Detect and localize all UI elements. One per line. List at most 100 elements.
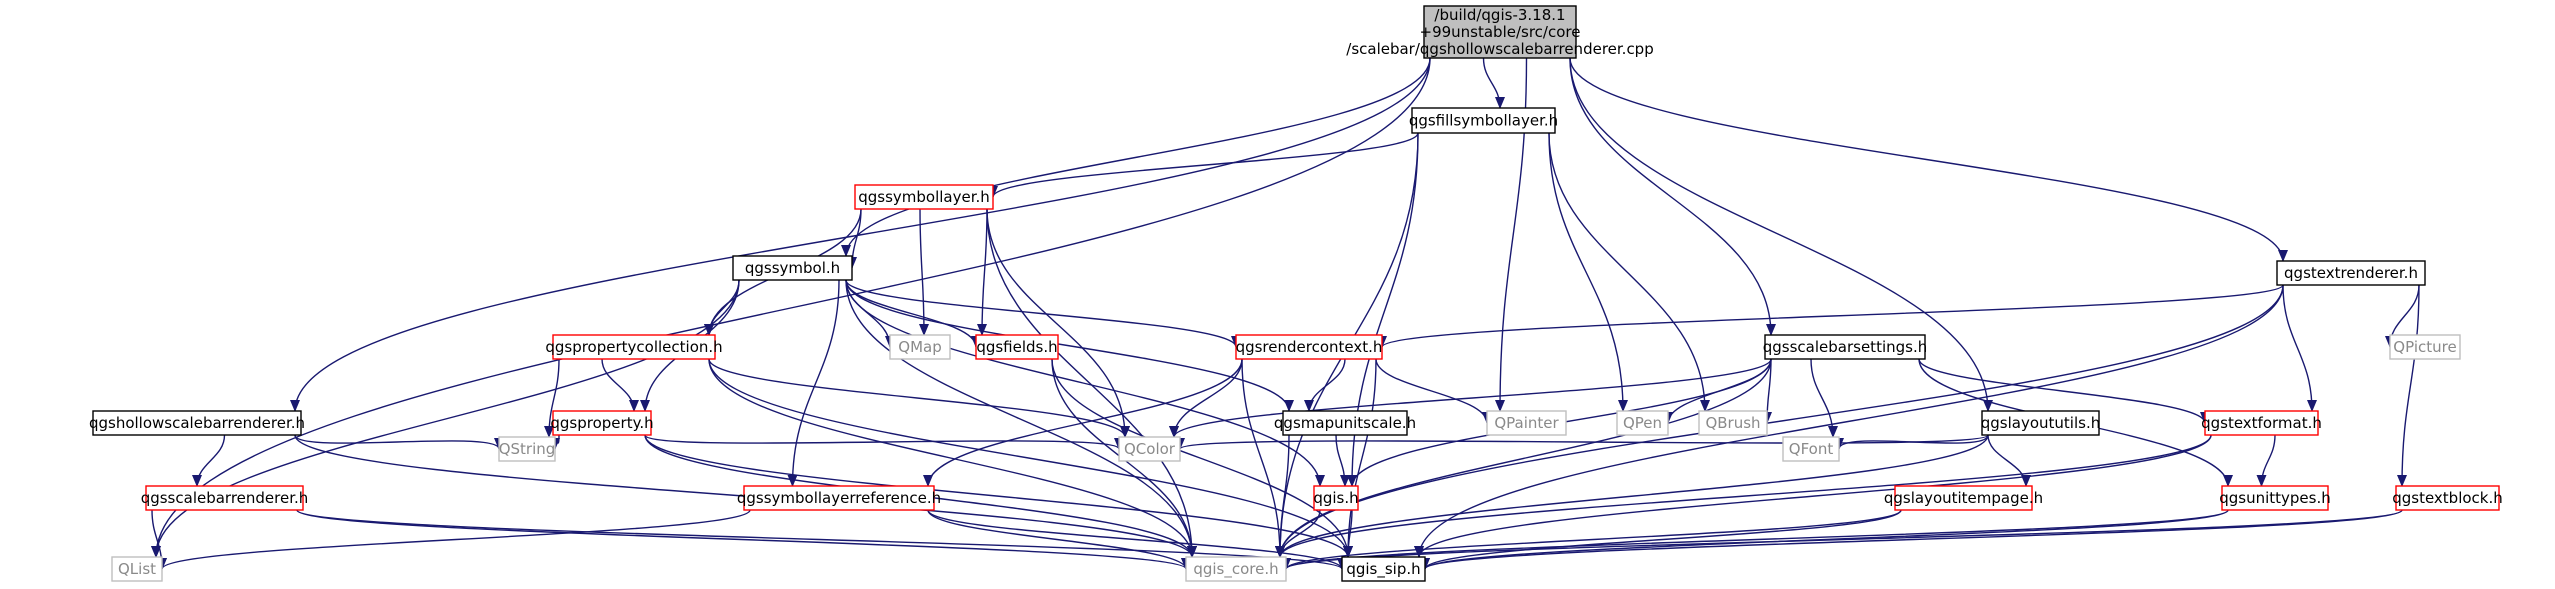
- node-box-mapunitscale: [1282, 410, 1408, 436]
- node-box-root: [1423, 5, 1577, 59]
- edge-rendercontext-to-symlayerref: [923, 358, 1243, 487]
- edge-unittypes-to-core: [1281, 509, 2229, 570]
- node-sip[interactable]: qgis_sip.h: [1341, 556, 1426, 582]
- edge-textblock-to-sip: [1420, 509, 2403, 570]
- node-label: qgsfields.h: [976, 338, 1057, 356]
- edge-root-to-fillsym: [1482, 57, 1505, 109]
- node-unittypes[interactable]: qgsunittypes.h: [2219, 485, 2331, 511]
- edge-qgis-to-sip: [1343, 509, 1354, 558]
- edge-symbol-to-fields: [845, 279, 981, 348]
- node-qmap[interactable]: QMap: [889, 334, 951, 360]
- edge-textrenderer-to-sip: [1414, 284, 2284, 558]
- node-box-unittypes: [2221, 485, 2329, 511]
- edge-propcoll-to-qstring: [544, 358, 560, 438]
- node-qcolor[interactable]: QColor: [1118, 436, 1181, 462]
- node-sbrenderer[interactable]: qgsscalebarrenderer.h: [141, 485, 309, 511]
- node-box-textrenderer: [2276, 260, 2426, 286]
- node-qfont[interactable]: QFont: [1782, 436, 1840, 462]
- node-hollow[interactable]: qgshollowscalebarrenderer.h: [89, 410, 305, 436]
- node-box-fields: [975, 334, 1059, 360]
- edge-root-to-sbsettings: [1569, 57, 1776, 336]
- edge-symbol-to-qgis: [845, 279, 1325, 487]
- node-propcoll[interactable]: qgspropertycollection.h: [545, 334, 723, 360]
- node-label: QPicture: [2393, 338, 2456, 356]
- node-label: QMap: [898, 338, 941, 356]
- node-box-qbrush: [1698, 410, 1768, 436]
- node-textblock[interactable]: qgstextblock.h: [2392, 485, 2503, 511]
- node-qlist[interactable]: QList: [111, 556, 163, 582]
- node-label: qgsrendercontext.h: [1236, 338, 1383, 356]
- node-label: /build/qgis-3.18.1: [1434, 6, 1565, 24]
- node-qpainter[interactable]: QPainter: [1486, 410, 1567, 436]
- node-fillsym[interactable]: qgsfillsymbollayer.h: [1409, 107, 1558, 134]
- node-label: qgis.h: [1313, 489, 1358, 507]
- node-box-layoutitempage: [1894, 485, 2033, 511]
- node-label: qgsunittypes.h: [2219, 489, 2331, 507]
- node-label: qgsproperty.h: [550, 414, 653, 432]
- node-label: qgstextblock.h: [2392, 489, 2503, 507]
- edge-symbol-to-symlayerref: [787, 279, 840, 487]
- node-box-qstring: [498, 436, 556, 462]
- edge-mapunitscale-to-qgis: [1335, 434, 1350, 487]
- node-label: qgssymbollayerreference.h: [737, 489, 941, 507]
- node-textformat[interactable]: qgstextformat.h: [2201, 410, 2322, 436]
- node-label: qgstextformat.h: [2201, 414, 2322, 432]
- edge-textformat-to-sip: [1414, 434, 2212, 558]
- node-qbrush[interactable]: QBrush: [1698, 410, 1768, 436]
- node-symlayerref[interactable]: qgssymbollayerreference.h: [737, 485, 941, 511]
- node-fields[interactable]: qgsfields.h: [975, 334, 1059, 360]
- node-box-textformat: [2204, 410, 2319, 436]
- node-box-qfont: [1782, 436, 1840, 462]
- node-label: QFont: [1789, 440, 1834, 458]
- node-label: qgslayoutitempage.h: [1884, 489, 2043, 507]
- edge-symbol-to-propcoll: [704, 279, 740, 336]
- edge-symbol-to-mapunitscale: [845, 279, 1294, 412]
- edge-textrenderer-to-rendercontext: [1377, 284, 2284, 348]
- edge-propcoll-to-property: [601, 358, 639, 412]
- node-symbol[interactable]: qgssymbol.h: [732, 255, 853, 281]
- node-rendercontext[interactable]: qgsrendercontext.h: [1235, 334, 1383, 360]
- node-label: qgis_core.h: [1193, 560, 1278, 579]
- node-root[interactable]: /build/qgis-3.18.1+99unstable/src/core/s…: [1346, 5, 1654, 59]
- edge-layoutitempage-to-core: [1281, 509, 1902, 570]
- edge-symlayerref-to-qlist: [157, 509, 751, 570]
- edge-root-to-hollow: [290, 57, 1431, 412]
- edge-symlayer-to-qcolor: [986, 208, 1130, 438]
- edge-textblock-to-core: [1281, 509, 2403, 570]
- node-box-sbsettings: [1764, 334, 1926, 360]
- node-box-qmap: [889, 334, 951, 360]
- node-label: QPen: [1623, 414, 1662, 432]
- node-core[interactable]: qgis_core.h: [1185, 556, 1287, 582]
- node-label: qgstextrenderer.h: [2284, 264, 2418, 282]
- edge-rendercontext-to-core: [1241, 358, 1285, 558]
- node-box-property: [552, 410, 652, 436]
- edge-layoututils-to-qfont: [1834, 434, 1989, 450]
- node-symlayer[interactable]: qgssymbollayer.h: [854, 184, 994, 210]
- node-mapunitscale[interactable]: qgsmapunitscale.h: [1274, 410, 1416, 436]
- edge-fillsym-to-symlayer: [988, 132, 1419, 198]
- edge-layoututils-to-qcolor: [1175, 434, 1989, 450]
- node-label: qgssymbol.h: [745, 259, 840, 277]
- node-label: QPainter: [1494, 414, 1559, 432]
- edge-symlayerref-to-core: [927, 509, 1191, 570]
- node-layoututils[interactable]: qgslayoututils.h: [1981, 410, 2100, 436]
- node-box-core: [1185, 556, 1287, 582]
- edge-propcoll-to-core: [708, 358, 1197, 558]
- node-label: qgsscalebarsettings.h: [1763, 338, 1927, 356]
- node-textrenderer[interactable]: qgstextrenderer.h: [2276, 260, 2426, 286]
- node-sbsettings[interactable]: qgsscalebarsettings.h: [1763, 334, 1927, 360]
- node-property[interactable]: qgsproperty.h: [550, 410, 654, 436]
- node-qpen[interactable]: QPen: [1616, 410, 1669, 436]
- node-qstring[interactable]: QString: [498, 436, 556, 462]
- node-qgis[interactable]: qgis.h: [1313, 485, 1359, 511]
- edge-symbol-to-core: [845, 279, 1197, 558]
- node-box-layoututils: [1981, 410, 2100, 436]
- edge-sbsettings-to-core: [1275, 358, 1772, 558]
- node-box-symlayer: [854, 184, 994, 210]
- edge-layoututils-to-layoutitempage: [1987, 434, 2031, 487]
- edge-root-to-layoututils: [1569, 57, 1993, 412]
- edge-layoututils-to-core: [1275, 434, 1989, 558]
- node-qpicture[interactable]: QPicture: [2389, 334, 2461, 360]
- node-label: qgshollowscalebarrenderer.h: [89, 414, 305, 432]
- node-layoutitempage[interactable]: qgslayoutitempage.h: [1884, 485, 2043, 511]
